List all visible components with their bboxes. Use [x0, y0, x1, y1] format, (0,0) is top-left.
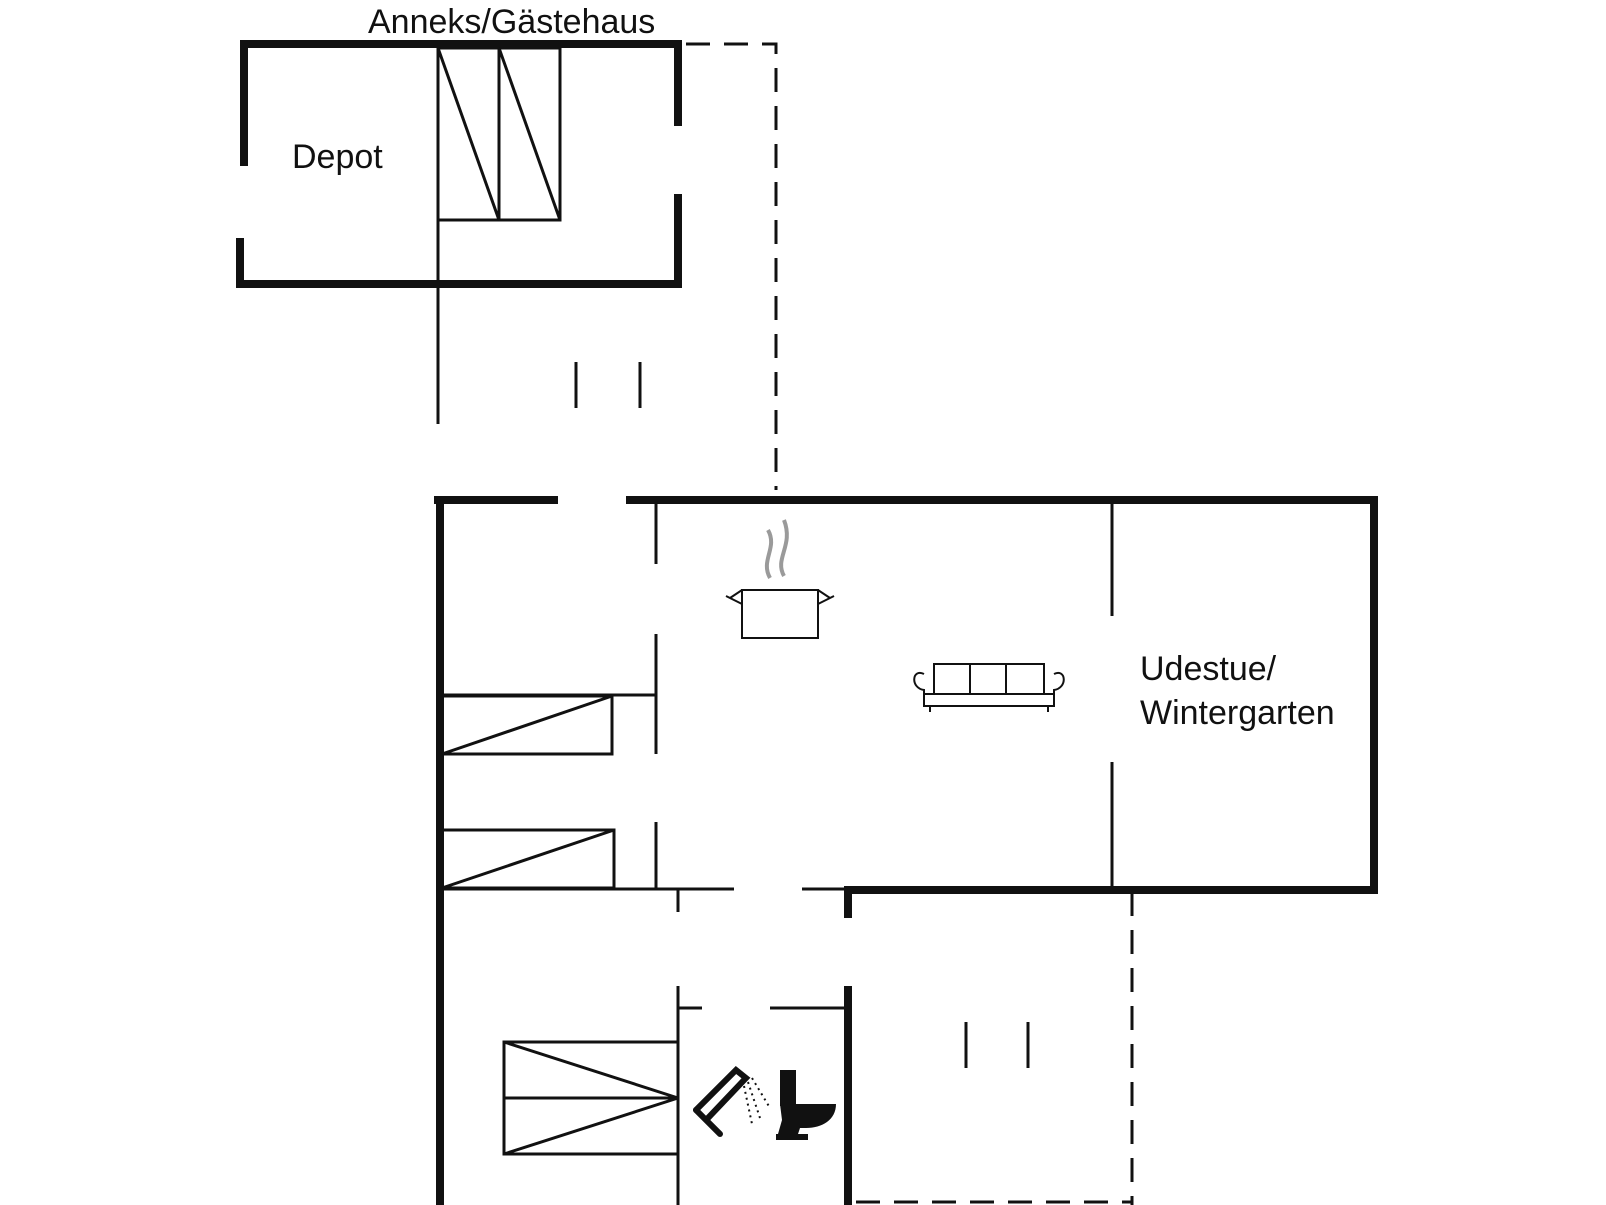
annex-wall-left-upper: [240, 40, 682, 166]
annex-bunks: [436, 46, 562, 222]
cooking-pot-icon: [725, 519, 835, 639]
bed-1: [440, 694, 614, 756]
toilet-icon: [776, 1070, 836, 1140]
main-house: Udestue/ Wintergarten: [434, 496, 1378, 1205]
bed-double: [502, 1040, 680, 1156]
bed-2: [440, 828, 616, 890]
sunroom-label-line1: Udestue/: [1140, 650, 1277, 688]
annex-building: Anneks/Gästehaus Depot: [236, 3, 682, 424]
sunroom-label-line2: Wintergarten: [1140, 694, 1335, 732]
annex-label: Anneks/Gästehaus: [368, 3, 655, 41]
depot-label: Depot: [292, 138, 383, 176]
sofa-icon: [913, 663, 1065, 712]
terrace-outline: [686, 42, 778, 490]
annex-wall-right-lower: [236, 194, 682, 288]
main-wall-top-right: [626, 496, 1378, 918]
shower-icon: [693, 1065, 771, 1137]
